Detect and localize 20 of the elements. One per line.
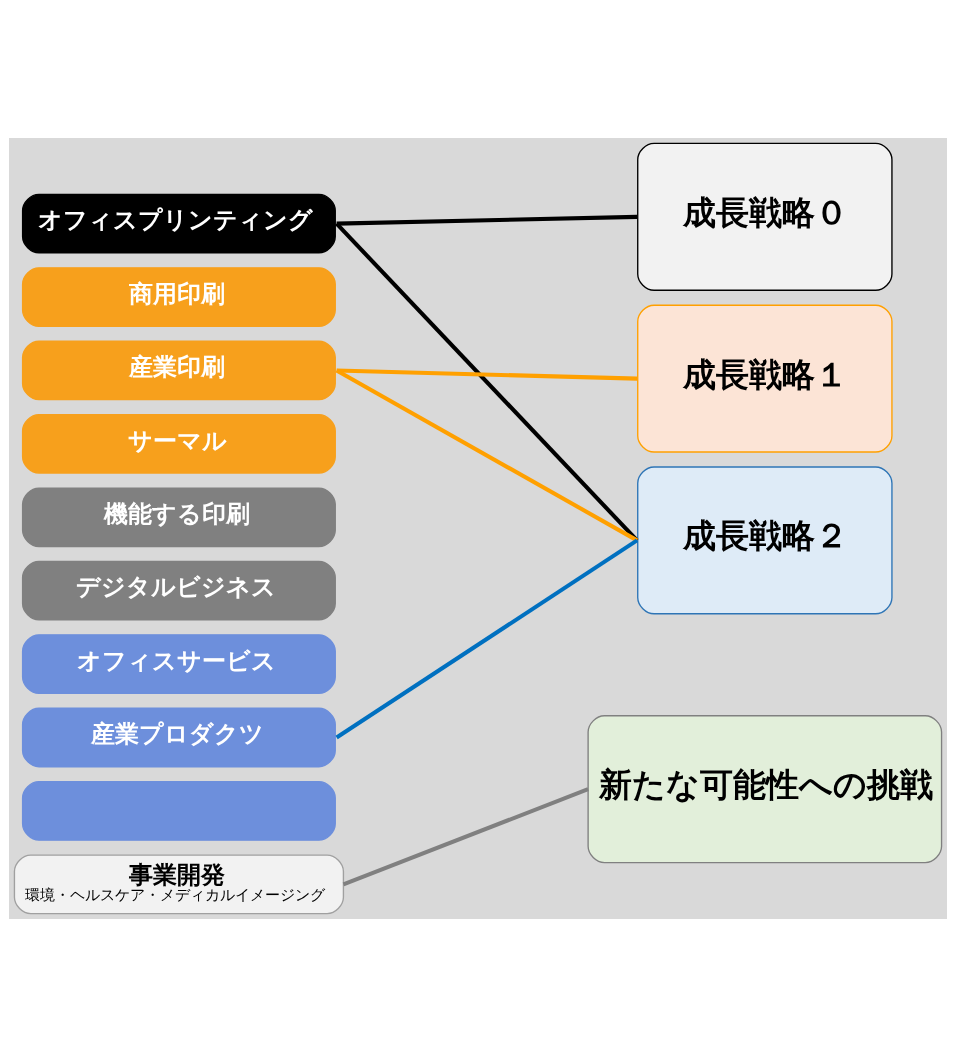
node-box: 商用印刷 xyxy=(21,267,336,327)
node-box: 成長戦略０ xyxy=(636,142,893,291)
node-box: 産業プロダクツ xyxy=(21,707,336,768)
connector xyxy=(335,368,638,543)
node-box: 産業印刷 xyxy=(21,340,336,401)
node-box: オフィスプリンティング xyxy=(21,193,336,254)
node-box: 成長戦略２ xyxy=(636,466,893,615)
node-box: サーマル xyxy=(21,413,336,474)
connector xyxy=(336,214,637,226)
connector xyxy=(336,368,637,381)
node-box xyxy=(21,781,336,841)
node-box: デジタルビジネス xyxy=(21,560,336,621)
node-box: 機能する印刷 xyxy=(21,487,336,548)
node-box: オフィスサービス xyxy=(21,634,336,694)
node-box: 事業開発 環境・ヘルスケア・メディカルイメージング xyxy=(13,854,344,915)
connector xyxy=(342,787,589,887)
connector xyxy=(334,222,639,542)
connector xyxy=(335,538,638,740)
node-box: 成長戦略１ xyxy=(636,304,893,453)
node-box: 新たな可能性への挑戦 xyxy=(586,715,942,864)
